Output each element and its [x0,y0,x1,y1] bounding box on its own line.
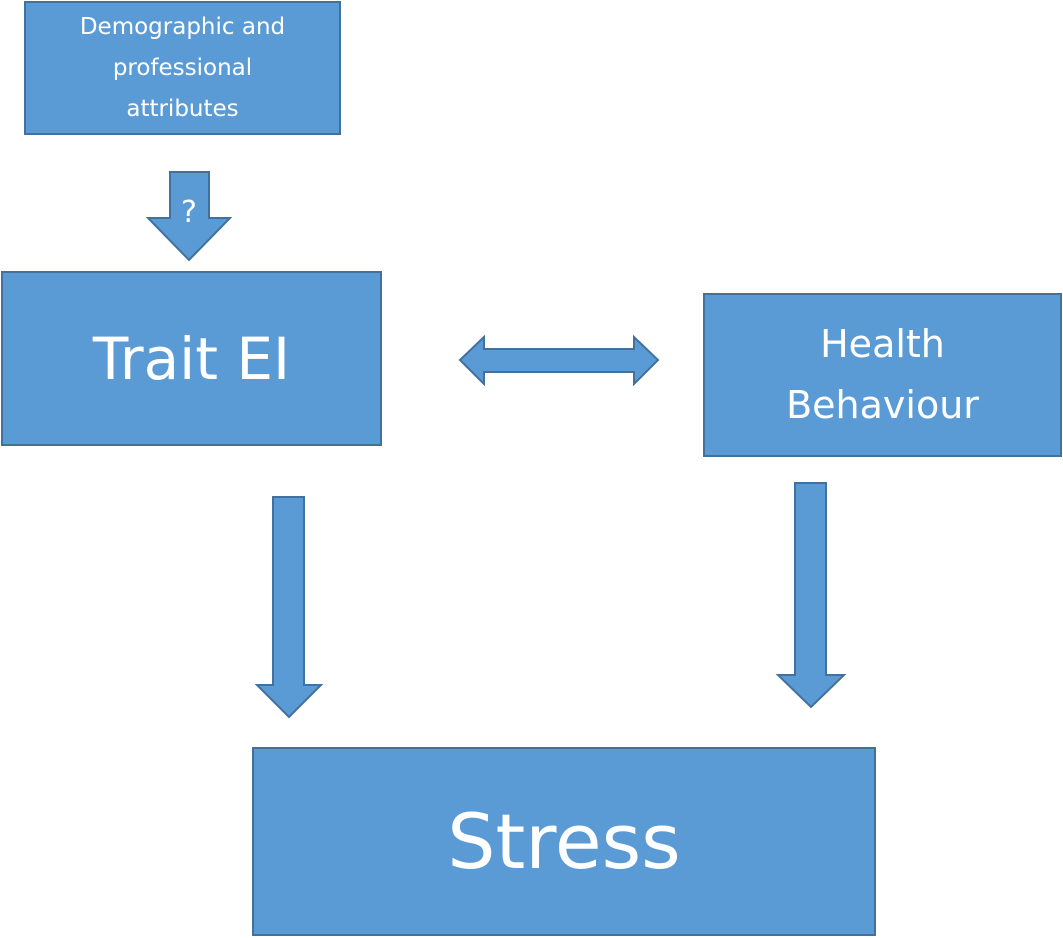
node-demographic-attributes: Demographic and professional attributes [24,1,341,135]
node-health-behaviour: Health Behaviour [703,293,1062,457]
node-stress: Stress [252,747,876,936]
node-trait-ei: Trait EI [1,271,382,446]
arrow-question-label: ? [181,195,197,230]
arrow-trait-ei-to-stress [254,496,324,719]
node-demographic-label: Demographic and professional attributes [79,13,286,122]
arrow-health-behaviour-to-stress [775,482,847,709]
node-trait-ei-label: Trait EI [92,324,291,393]
arrow-demographic-to-trait-ei [145,171,233,262]
node-stress-label: Stress [447,797,681,886]
node-health-behaviour-label: Health Behaviour [786,322,979,427]
arrow-trait-ei-health-behaviour [458,334,660,387]
